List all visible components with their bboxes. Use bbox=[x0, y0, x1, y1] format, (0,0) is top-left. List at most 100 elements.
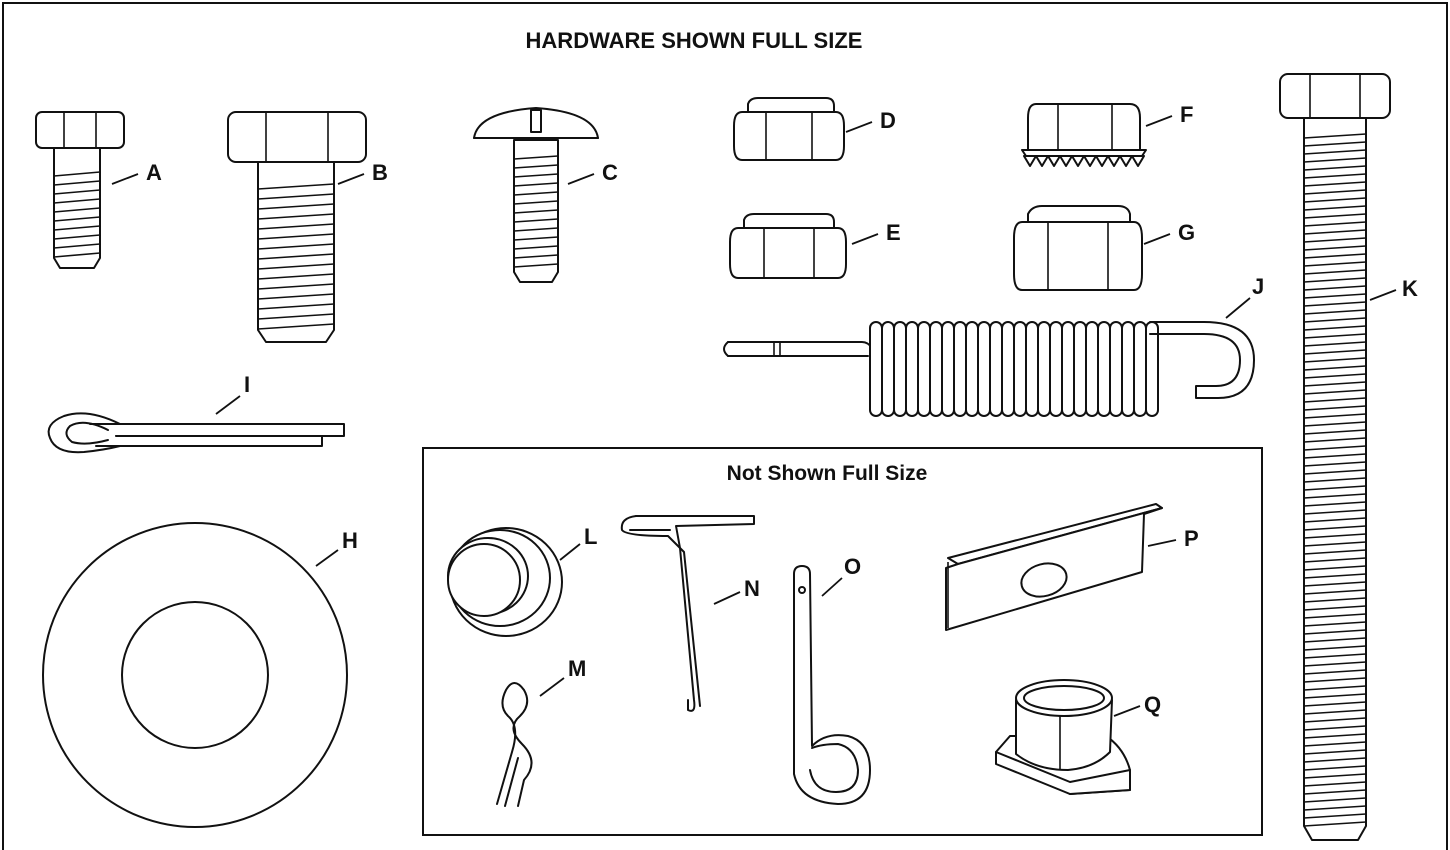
thread-line-k bbox=[1303, 213, 1367, 219]
thread-line-k bbox=[1303, 517, 1367, 523]
label-a: A bbox=[146, 160, 162, 185]
part-q-bushing bbox=[995, 679, 1131, 795]
part-e-lock-nut bbox=[729, 213, 847, 279]
thread-line-k bbox=[1303, 357, 1367, 363]
thread-line-c bbox=[513, 200, 559, 205]
spring-coil bbox=[1037, 321, 1051, 417]
thread-line-k bbox=[1303, 133, 1367, 139]
thread-line-k bbox=[1303, 245, 1367, 251]
thread-line-k bbox=[1303, 501, 1367, 507]
thread-line-k bbox=[1303, 789, 1367, 795]
inset-frame bbox=[422, 447, 1263, 836]
thread-line-k bbox=[1303, 373, 1367, 379]
part-m-hairpin-clip bbox=[496, 682, 533, 807]
spring-coil bbox=[977, 321, 991, 417]
part-n-rod bbox=[620, 515, 755, 712]
thread-line-a bbox=[53, 207, 101, 213]
spring-coil bbox=[893, 321, 907, 417]
part-k-long-bolt bbox=[1279, 73, 1391, 841]
thread-line-k bbox=[1303, 317, 1367, 323]
thread-line-b bbox=[257, 313, 335, 320]
thread-line-k bbox=[1303, 581, 1367, 587]
thread-line-a bbox=[53, 216, 101, 222]
thread-line-k bbox=[1303, 349, 1367, 355]
thread-line-a bbox=[53, 243, 101, 249]
label-i: I bbox=[244, 372, 250, 397]
thread-line-b bbox=[257, 283, 335, 290]
part-j-extension-spring bbox=[723, 321, 1255, 417]
label-m: M bbox=[568, 656, 586, 681]
thread-line-k bbox=[1303, 461, 1367, 467]
thread-line-k bbox=[1303, 685, 1367, 691]
thread-line-b bbox=[257, 233, 335, 240]
thread-line-k bbox=[1303, 565, 1367, 571]
thread-line-k bbox=[1303, 229, 1367, 235]
thread-line-k bbox=[1303, 365, 1367, 371]
thread-line-k bbox=[1303, 749, 1367, 755]
thread-line-k bbox=[1303, 445, 1367, 451]
thread-line-k bbox=[1303, 429, 1367, 435]
thread-line-b bbox=[257, 203, 335, 210]
thread-line-c bbox=[513, 164, 559, 169]
part-h-flat-washer bbox=[42, 522, 348, 828]
thread-line-k bbox=[1303, 701, 1367, 707]
thread-line-k bbox=[1303, 781, 1367, 787]
thread-line-k bbox=[1303, 797, 1367, 803]
thread-line-c bbox=[513, 236, 559, 241]
thread-line-k bbox=[1303, 621, 1367, 627]
thread-line-k bbox=[1303, 637, 1367, 643]
spring-coil bbox=[1085, 321, 1099, 417]
part-o-hook-rod bbox=[793, 565, 871, 805]
spring-coil bbox=[881, 321, 895, 417]
thread-line-k bbox=[1303, 533, 1367, 539]
thread-line-b bbox=[257, 323, 335, 330]
thread-line-k bbox=[1303, 733, 1367, 739]
spring-coil bbox=[1001, 321, 1015, 417]
spring-coil bbox=[1121, 321, 1135, 417]
thread-line-k bbox=[1303, 173, 1367, 179]
leader-lines bbox=[111, 115, 1397, 717]
spring-coil bbox=[1013, 321, 1027, 417]
label-p: P bbox=[1184, 526, 1199, 551]
thread-line-k bbox=[1303, 613, 1367, 619]
thread-line-k bbox=[1303, 205, 1367, 211]
thread-line-k bbox=[1303, 157, 1367, 163]
thread-line-k bbox=[1303, 709, 1367, 715]
spring-coil bbox=[989, 321, 1003, 417]
thread-line-k bbox=[1303, 189, 1367, 195]
thread-line-k bbox=[1303, 693, 1367, 699]
thread-line-k bbox=[1303, 805, 1367, 811]
spring-coil bbox=[1073, 321, 1087, 417]
thread-line-b bbox=[257, 273, 335, 280]
part-c-slotted-screw bbox=[473, 107, 599, 283]
thread-line-k bbox=[1303, 557, 1367, 563]
thread-line-k bbox=[1303, 509, 1367, 515]
thread-line-b bbox=[257, 193, 335, 200]
thread-line-k bbox=[1303, 269, 1367, 275]
thread-line-a bbox=[53, 171, 101, 177]
thread-line-k bbox=[1303, 573, 1367, 579]
thread-line-k bbox=[1303, 149, 1367, 155]
thread-line-b bbox=[257, 293, 335, 300]
thread-line-k bbox=[1303, 813, 1367, 819]
thread-line-k bbox=[1303, 453, 1367, 459]
thread-line-k bbox=[1303, 741, 1367, 747]
flange-teeth bbox=[1023, 155, 1145, 167]
thread-line-k bbox=[1303, 141, 1367, 147]
part-d-lock-nut bbox=[733, 97, 845, 161]
thread-line-k bbox=[1303, 717, 1367, 723]
label-f: F bbox=[1180, 102, 1193, 127]
label-q: Q bbox=[1144, 692, 1161, 717]
thread-line-a bbox=[53, 225, 101, 231]
spring-coil bbox=[905, 321, 919, 417]
spring-coil bbox=[941, 321, 955, 417]
thread-line-k bbox=[1303, 541, 1367, 547]
thread-line-k bbox=[1303, 821, 1367, 827]
thread-line-b bbox=[257, 263, 335, 270]
thread-line-a bbox=[53, 180, 101, 186]
label-n: N bbox=[744, 576, 760, 601]
thread-line-k bbox=[1303, 325, 1367, 331]
spring-coil bbox=[1097, 321, 1111, 417]
part-i-cotter-pin bbox=[47, 412, 345, 454]
thread-line-k bbox=[1303, 597, 1367, 603]
